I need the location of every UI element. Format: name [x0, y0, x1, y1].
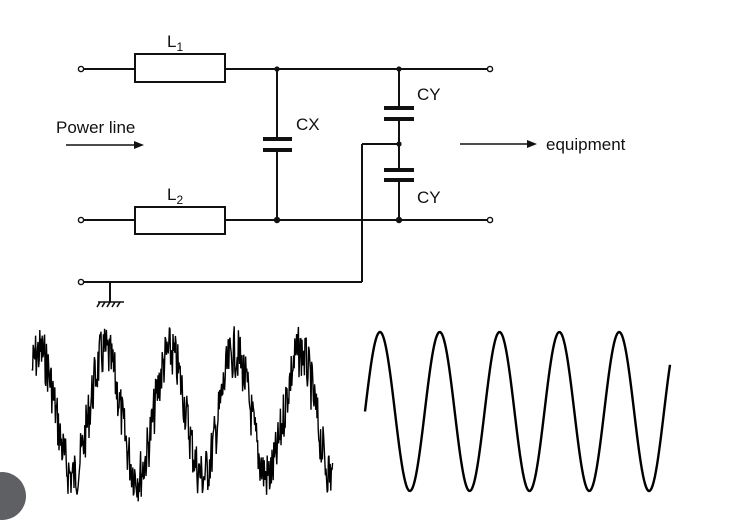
capacitor-cy-top [384, 66, 414, 144]
top-line [77, 65, 494, 73]
ground-terminal [77, 278, 85, 286]
ground-line [77, 143, 399, 286]
ground-icon [96, 282, 124, 308]
label-cy-top: CY [417, 85, 441, 104]
inductor-l2 [134, 206, 226, 235]
inductor-l1 [134, 53, 226, 83]
label-l1: L1 [167, 32, 183, 54]
capacitor-cy-bottom [384, 141, 414, 224]
bottom-line [77, 216, 494, 224]
clean-waveform [363, 330, 672, 493]
label-equipment: equipment [546, 135, 626, 154]
input-terminal-bottom [77, 216, 85, 224]
label-cy-bottom: CY [417, 188, 441, 207]
label-l2: L2 [167, 185, 183, 207]
label-power-line: Power line [56, 118, 135, 137]
output-terminal-top [486, 65, 494, 73]
capacitor-cx [263, 66, 292, 224]
input-terminal-top [77, 65, 85, 73]
label-cx: CX [296, 115, 320, 134]
output-arrow-icon [460, 140, 537, 148]
output-terminal-bottom [486, 216, 494, 224]
noisy-waveform [31, 326, 334, 502]
input-arrow-icon [66, 141, 144, 149]
